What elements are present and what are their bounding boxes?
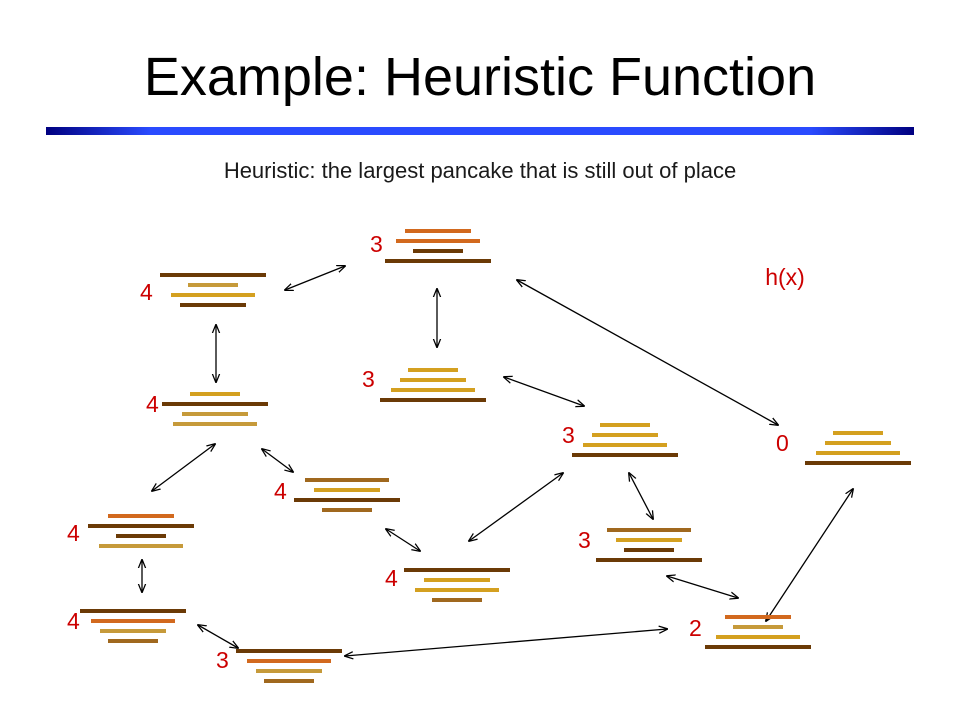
edge-arrow bbox=[345, 629, 667, 656]
edge-arrow bbox=[517, 280, 778, 425]
heuristic-value: 3 bbox=[370, 231, 383, 257]
edge-arrow bbox=[504, 377, 584, 406]
heuristic-value: 4 bbox=[146, 391, 159, 417]
edge-arrow bbox=[766, 489, 853, 621]
pancake-stack-bottom-center: 3 bbox=[216, 647, 342, 683]
heuristic-value: 4 bbox=[67, 608, 80, 634]
heuristic-value: 4 bbox=[274, 478, 287, 504]
heuristic-value: 0 bbox=[776, 430, 789, 456]
title-underline-bar bbox=[46, 127, 914, 135]
heuristic-value: 4 bbox=[385, 565, 398, 591]
edge-arrow bbox=[285, 266, 345, 290]
pancake-stack-bottom-left: 4 bbox=[67, 608, 186, 643]
heuristic-value: 3 bbox=[362, 366, 375, 392]
pancake-stack-far-left: 4 bbox=[67, 514, 194, 548]
pancake-stack-middle-right: 3 bbox=[562, 422, 678, 457]
heuristic-value: 4 bbox=[140, 279, 153, 305]
edge-arrow bbox=[667, 576, 738, 598]
edge-arrow bbox=[386, 529, 420, 551]
pancake-stack-center: 3 bbox=[362, 366, 486, 402]
edge-arrow bbox=[262, 449, 293, 472]
pancake-stack-middle: 4 bbox=[274, 478, 400, 512]
pancake-stack-left-middle: 4 bbox=[146, 391, 268, 426]
heuristic-legend-label: h(x) bbox=[765, 264, 805, 290]
pancake-stack-goal: 0 bbox=[776, 430, 911, 465]
slide-title: Example: Heuristic Function bbox=[143, 47, 817, 107]
edge-arrow bbox=[198, 625, 238, 648]
subtitle: Heuristic: the largest pancake that is s… bbox=[223, 158, 737, 183]
pancake-stack-lower-middle: 4 bbox=[385, 565, 510, 602]
heuristic-value: 3 bbox=[216, 647, 229, 673]
edge-arrow bbox=[152, 444, 215, 491]
pancake-stack-upper-left: 4 bbox=[140, 273, 266, 307]
heuristic-value: 4 bbox=[67, 520, 80, 546]
pancake-stack-top: 3 bbox=[370, 229, 491, 263]
pancake-stack-right-lower: 3 bbox=[578, 527, 702, 562]
edges-layer bbox=[142, 266, 853, 656]
pancake-stack-bottom-right: 2 bbox=[689, 615, 811, 649]
nodes-layer: 3 4 3 4 3 0 4 4 3 4 4 3 2 bbox=[67, 229, 911, 683]
heuristic-value: 3 bbox=[562, 422, 575, 448]
heuristic-value: 2 bbox=[689, 615, 702, 641]
edge-arrow bbox=[469, 473, 563, 541]
heuristic-value: 3 bbox=[578, 527, 591, 553]
edge-arrow bbox=[629, 473, 653, 519]
